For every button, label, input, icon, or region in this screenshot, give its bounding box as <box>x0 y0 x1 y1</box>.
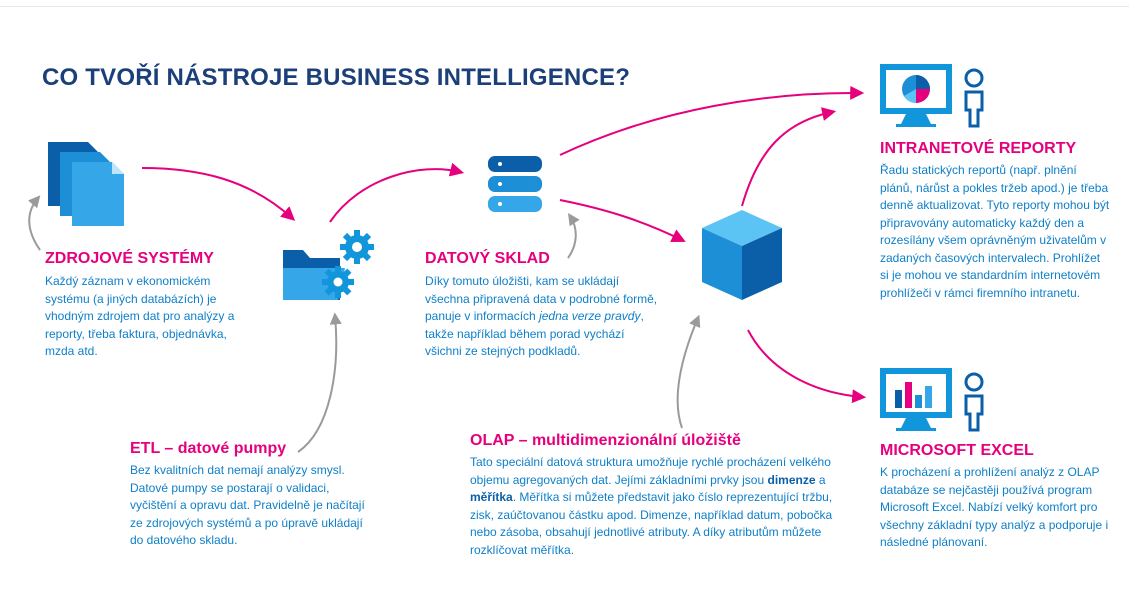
etl-heading: ETL – datové pumpy <box>130 440 287 457</box>
arrow-warehouse-to-intranet <box>559 85 865 156</box>
arrow-cube-to-excel <box>747 329 867 404</box>
monitor-pie-chart-icon <box>880 64 952 127</box>
warehouse-text-2: , takže například během porad vychází vš… <box>425 309 644 358</box>
warehouse-text: Díky tomuto úložišti, kam se ukládají vš… <box>425 273 660 361</box>
documents-icon <box>48 142 124 226</box>
gray-arrow-etl <box>297 312 342 453</box>
user-icon-intranet <box>964 68 984 128</box>
excel-text: K procházení a prohlížení analýz z OLAP … <box>880 465 1109 549</box>
olap-heading: OLAP – multidimenzionální úložiště <box>470 432 741 449</box>
user-icon-excel <box>964 372 984 432</box>
page-title: CO TVOŘÍ NÁSTROJE BUSINESS INTELLIGENCE? <box>42 64 631 91</box>
olap-bold-dimenze: dimenze <box>767 472 816 487</box>
sources-text: Každý záznam v ekonomickém systému (a ji… <box>45 274 235 358</box>
intranet-heading: INTRANETOVÉ REPORTY <box>880 140 1077 157</box>
gray-arrow-sources <box>27 195 41 251</box>
olap-text-2: a <box>815 472 826 487</box>
arrow-cube-to-intranet <box>741 107 837 207</box>
gray-arrow-olap <box>676 314 701 429</box>
cube-icon <box>702 210 782 300</box>
monitor-bar-chart-icon <box>880 368 952 431</box>
sources-heading: ZDROJOVÉ SYSTÉMY <box>45 250 214 267</box>
arrow-sources-to-etl <box>141 167 296 221</box>
etl-text: Bez kvalitních dat nemají analýzy smysl.… <box>130 462 370 550</box>
etl-text-body: Bez kvalitních dat nemají analýzy smysl.… <box>130 463 365 547</box>
excel-heading: MICROSOFT EXCEL <box>880 442 1034 459</box>
olap-text: Tato speciální datová struktura umožňuje… <box>470 454 840 559</box>
olap-text-3: . Měřítka si můžete představit jako čísl… <box>470 490 833 557</box>
olap-text-1: Tato speciální datová struktura umožňuje… <box>470 455 831 487</box>
intranet-text: Řadu statických reportů (např. plnění pl… <box>880 163 1110 300</box>
arrow-warehouse-to-cube <box>559 199 686 243</box>
database-icon <box>488 156 542 212</box>
folder-gears-icon <box>283 230 374 300</box>
olap-bold-meritka: měřítka <box>470 490 513 504</box>
arrow-etl-to-warehouse <box>329 162 465 223</box>
warehouse-text-italic: jedna verze pravdy <box>539 309 641 323</box>
gray-arrow-warehouse <box>567 213 580 259</box>
warehouse-heading: DATOVÝ SKLAD <box>425 250 550 267</box>
warehouse-text-1: Díky tomuto úložišti, kam se ukládají vš… <box>425 274 658 323</box>
top-divider <box>0 6 1129 7</box>
